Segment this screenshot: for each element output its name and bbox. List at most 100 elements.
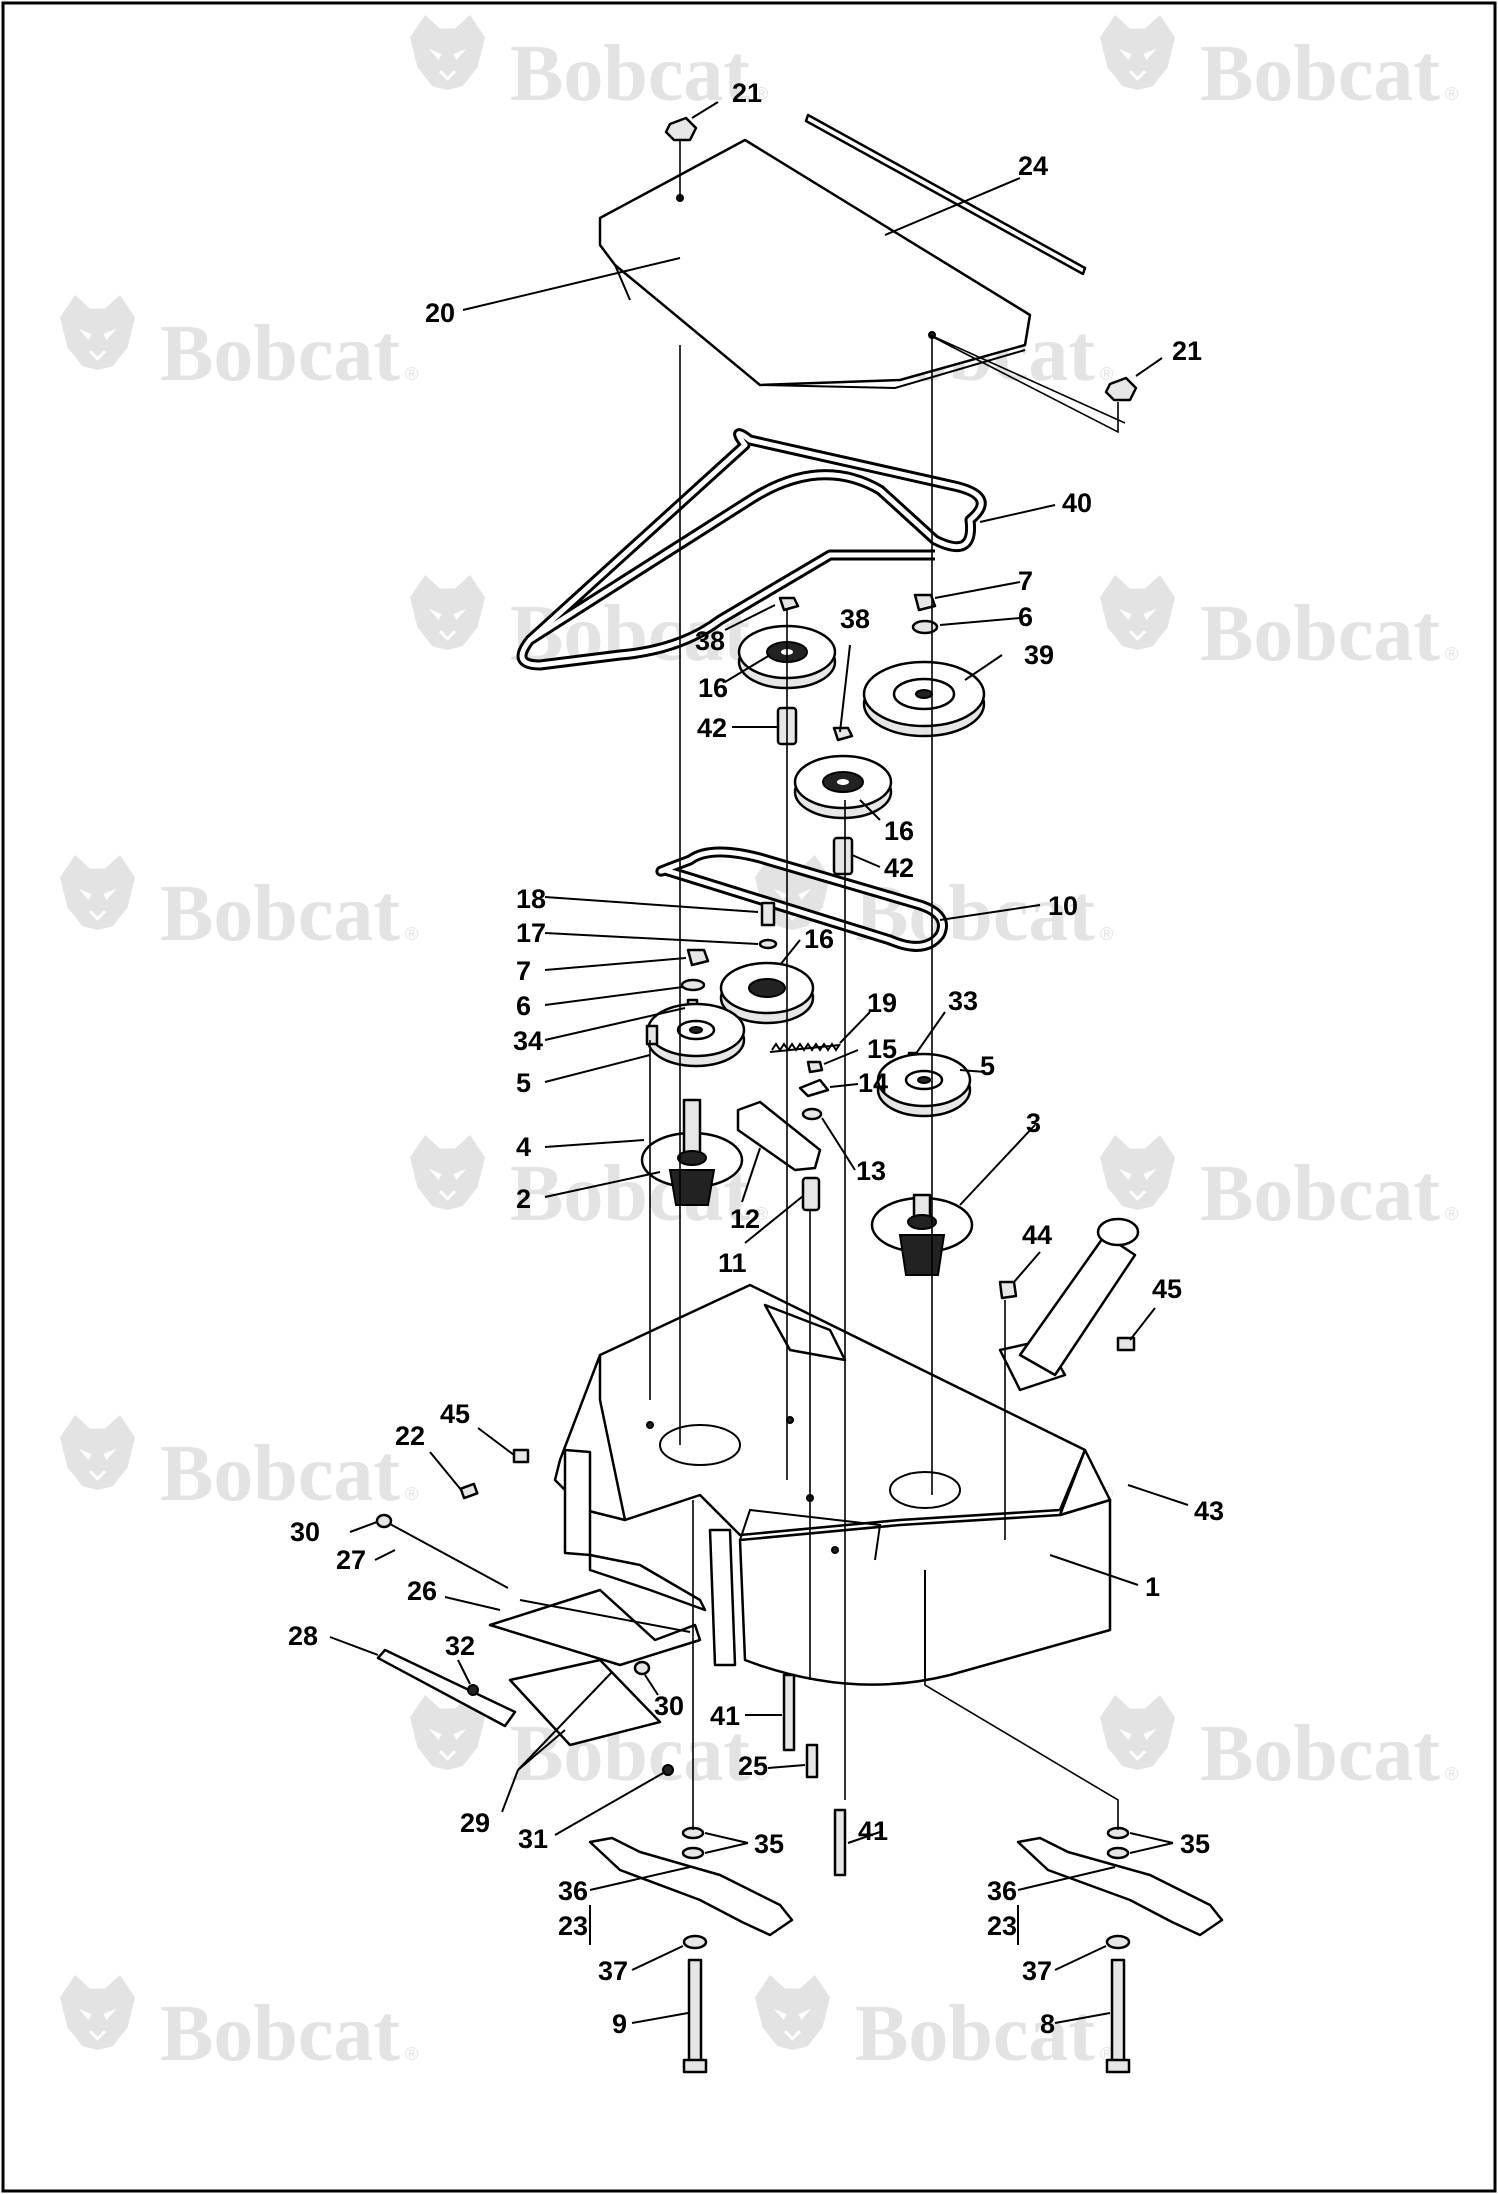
callout-number: 44 <box>1022 1220 1052 1250</box>
part-41-bolt-left <box>782 1673 796 1752</box>
part-27-rod <box>389 1523 509 1589</box>
callout-number: 18 <box>516 884 546 914</box>
callout-number: 26 <box>407 1576 437 1606</box>
watermark-registered-mark: ® <box>405 1484 418 1504</box>
bobcat-watermark-logo: Bobcat® <box>1098 1693 1458 1798</box>
callout-number: 5 <box>516 1068 531 1098</box>
part-14-bracket <box>798 1078 830 1098</box>
part-40-belt <box>516 428 987 671</box>
bobcat-head-icon <box>1098 1133 1177 1212</box>
bobcat-watermark-logo: Bobcat® <box>58 853 418 958</box>
callout-number: 27 <box>336 1545 366 1575</box>
watermark-registered-mark: ® <box>1100 924 1113 944</box>
callout-number: 9 <box>612 2009 627 2039</box>
watermark-registered-mark: ® <box>755 1764 768 1784</box>
callout-number: 6 <box>516 991 531 1021</box>
callout-number: 42 <box>697 713 727 743</box>
part-45-bolt-right <box>1116 1336 1136 1352</box>
callout-number: 16 <box>884 816 914 846</box>
callout-number: 28 <box>288 1621 318 1651</box>
callout-number: 13 <box>856 1156 886 1186</box>
part-bracket-left <box>563 1448 737 1667</box>
part-6-washer-left <box>680 978 706 992</box>
callout-number: 30 <box>290 1517 320 1547</box>
callout-number: 36 <box>558 1876 588 1906</box>
callout-number: 12 <box>730 1204 760 1234</box>
callout-number: 22 <box>395 1421 425 1451</box>
callout-number: 34 <box>513 1026 543 1056</box>
part-37-washer-right <box>1105 1934 1131 1950</box>
part-8-bolt <box>1105 1958 1131 2074</box>
part-29-plate <box>508 1658 662 1747</box>
part-9-bolt <box>682 1958 708 2074</box>
part-35-washer-right-2 <box>1106 1846 1130 1860</box>
leader-lines <box>329 101 1189 2024</box>
part-21-nut-top <box>664 116 698 142</box>
part-38-nut-2 <box>832 726 854 742</box>
callout-number: 5 <box>980 1051 995 1081</box>
part-30-clip-bottom <box>633 1660 651 1676</box>
part-26-plate <box>488 1588 702 1667</box>
bobcat-head-icon <box>58 853 137 932</box>
part-38-nut-1 <box>778 596 800 612</box>
assembly-lines <box>649 140 1126 1830</box>
callout-number: 30 <box>654 1691 684 1721</box>
callout-number: 23 <box>987 1911 1017 1941</box>
callout-number: 38 <box>840 604 870 634</box>
callout-number: 40 <box>1062 488 1092 518</box>
callout-number: 23 <box>558 1911 588 1941</box>
callout-number: 15 <box>867 1034 897 1064</box>
part-42-spacer-2 <box>832 836 854 876</box>
bobcat-watermark-logo: Bobcat® <box>408 13 768 118</box>
part-7-nut-right <box>913 593 937 612</box>
callout-number: 25 <box>738 1751 768 1781</box>
callout-number: 37 <box>1022 1956 1052 1986</box>
callout-number: 41 <box>710 1701 740 1731</box>
part-5-pulley-right <box>876 1052 972 1118</box>
part-16-idler-pulley-2 <box>793 754 893 820</box>
part-3-spindle <box>870 1193 974 1276</box>
bobcat-head-icon <box>1098 13 1177 92</box>
part-45-bolt-left <box>512 1448 530 1464</box>
part-10-belt <box>655 846 948 952</box>
callout-number: 1 <box>1145 1572 1160 1602</box>
part-41-bolt-right <box>833 1808 847 1877</box>
callout-number: 6 <box>1018 602 1033 632</box>
bobcat-watermark-logo: Bobcat® <box>753 1973 1113 2078</box>
part-45-arm-bracket <box>998 1217 1140 1392</box>
callout-number: 43 <box>1194 1496 1224 1526</box>
bobcat-head-icon <box>408 1133 487 1212</box>
part-4-bolt <box>645 1024 659 1046</box>
callout-number: 37 <box>598 1956 628 1986</box>
part-30-clip-top <box>375 1513 393 1529</box>
part-7-nut-left <box>686 948 710 967</box>
callout-number: 35 <box>754 1829 784 1859</box>
callout-number: 45 <box>440 1399 470 1429</box>
callout-number: 17 <box>516 918 546 948</box>
callout-number: 14 <box>858 1068 888 1098</box>
bobcat-head-icon <box>1098 573 1177 652</box>
part-13-washer <box>801 1107 823 1121</box>
watermark-brand-text: Bobcat <box>160 1430 400 1518</box>
watermark-brand-text: Bobcat <box>1200 1710 1440 1798</box>
callout-number: 35 <box>1180 1829 1210 1859</box>
watermark-registered-mark: ® <box>405 2044 418 2064</box>
part-5-pulley-left <box>646 1002 746 1068</box>
part-16-idler-pulley-3 <box>719 961 815 1025</box>
callout-number: 10 <box>1048 891 1078 921</box>
watermark-registered-mark: ® <box>1445 644 1458 664</box>
watermark-brand-text: Bobcat <box>1200 1150 1440 1238</box>
part-24-strip <box>804 113 1087 276</box>
watermark-registered-mark: ® <box>1445 1204 1458 1224</box>
bobcat-head-icon <box>58 1973 137 2052</box>
callout-number: 38 <box>695 626 725 656</box>
part-44-bolt <box>998 1280 1018 1300</box>
watermark-brand-text: Bobcat <box>1200 590 1440 678</box>
callout-number: 42 <box>884 853 914 883</box>
bobcat-head-icon <box>753 1973 832 2052</box>
watermark-registered-mark: ® <box>755 84 768 104</box>
part-15-nut <box>806 1060 824 1074</box>
part-12-idler-arm <box>736 1100 822 1172</box>
callout-number: 39 <box>1024 640 1054 670</box>
